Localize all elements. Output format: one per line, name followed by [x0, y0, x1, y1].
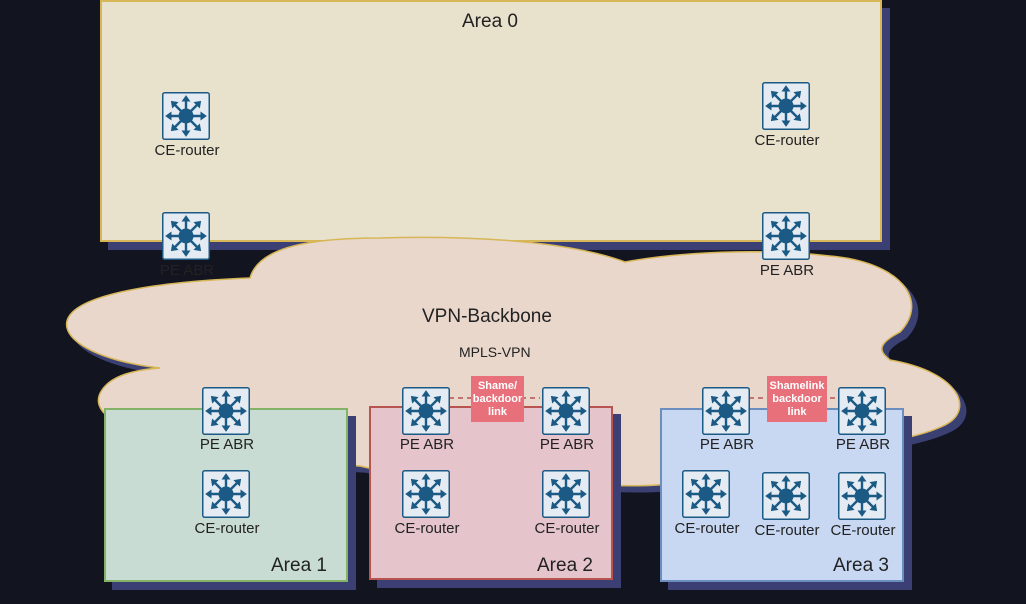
a1-ce-label: CE-router	[194, 520, 260, 537]
a0-pe-right-label: PE ABR	[759, 262, 815, 279]
area-0-label: Area 0	[462, 11, 518, 32]
router-icon[interactable]	[402, 470, 450, 518]
a2-pe-left-label: PE ABR	[399, 436, 455, 453]
router-icon[interactable]	[838, 472, 886, 520]
area3-shamelink-line1: Shamelink	[769, 379, 825, 392]
router-icon[interactable]	[762, 82, 810, 130]
a3-ce-left-label: CE-router	[674, 520, 740, 537]
router-icon[interactable]	[402, 387, 450, 435]
router-icon[interactable]	[838, 387, 886, 435]
a0-ce-left-label: CE-router	[154, 142, 220, 159]
router-icon[interactable]	[162, 92, 210, 140]
router-icon[interactable]	[682, 470, 730, 518]
area2-shamelink-line2: backdoor	[472, 392, 523, 405]
a3-ce-mid-label: CE-router	[754, 522, 820, 539]
router-icon[interactable]	[702, 387, 750, 435]
router-icon[interactable]	[202, 470, 250, 518]
a2-pe-right-label: PE ABR	[539, 436, 595, 453]
area-3-label: Area 3	[833, 555, 889, 576]
router-icon[interactable]	[542, 470, 590, 518]
router-icon[interactable]	[762, 472, 810, 520]
a3-pe-right-label: PE ABR	[835, 436, 891, 453]
backbone-subtitle: MPLS-VPN	[459, 344, 531, 360]
router-icon[interactable]	[202, 387, 250, 435]
router-icon[interactable]	[162, 212, 210, 260]
a3-ce-right-label: CE-router	[830, 522, 896, 539]
area2-shamelink-line3: link	[488, 405, 507, 418]
area2-shamelink-line1: Shame/	[477, 379, 518, 392]
area-2-label: Area 2	[537, 555, 593, 576]
area2-shamelink-box: Shame/ backdoor link	[471, 376, 524, 422]
a0-pe-left-label: PE ABR	[159, 262, 215, 279]
a3-pe-left-label: PE ABR	[699, 436, 755, 453]
backbone-title: VPN-Backbone	[422, 306, 552, 327]
area3-shamelink-line3: link	[787, 405, 807, 418]
area3-shamelink-box: Shamelink backdoor link	[767, 376, 827, 422]
area3-shamelink-line2: backdoor	[772, 392, 822, 405]
router-icon[interactable]	[542, 387, 590, 435]
a2-ce-left-label: CE-router	[394, 520, 460, 537]
router-icon[interactable]	[762, 212, 810, 260]
area-1-label: Area 1	[271, 555, 327, 576]
area-0: Area 0	[100, 0, 882, 242]
a2-ce-right-label: CE-router	[534, 520, 600, 537]
a1-pe-label: PE ABR	[199, 436, 255, 453]
a0-ce-right-label: CE-router	[754, 132, 820, 149]
